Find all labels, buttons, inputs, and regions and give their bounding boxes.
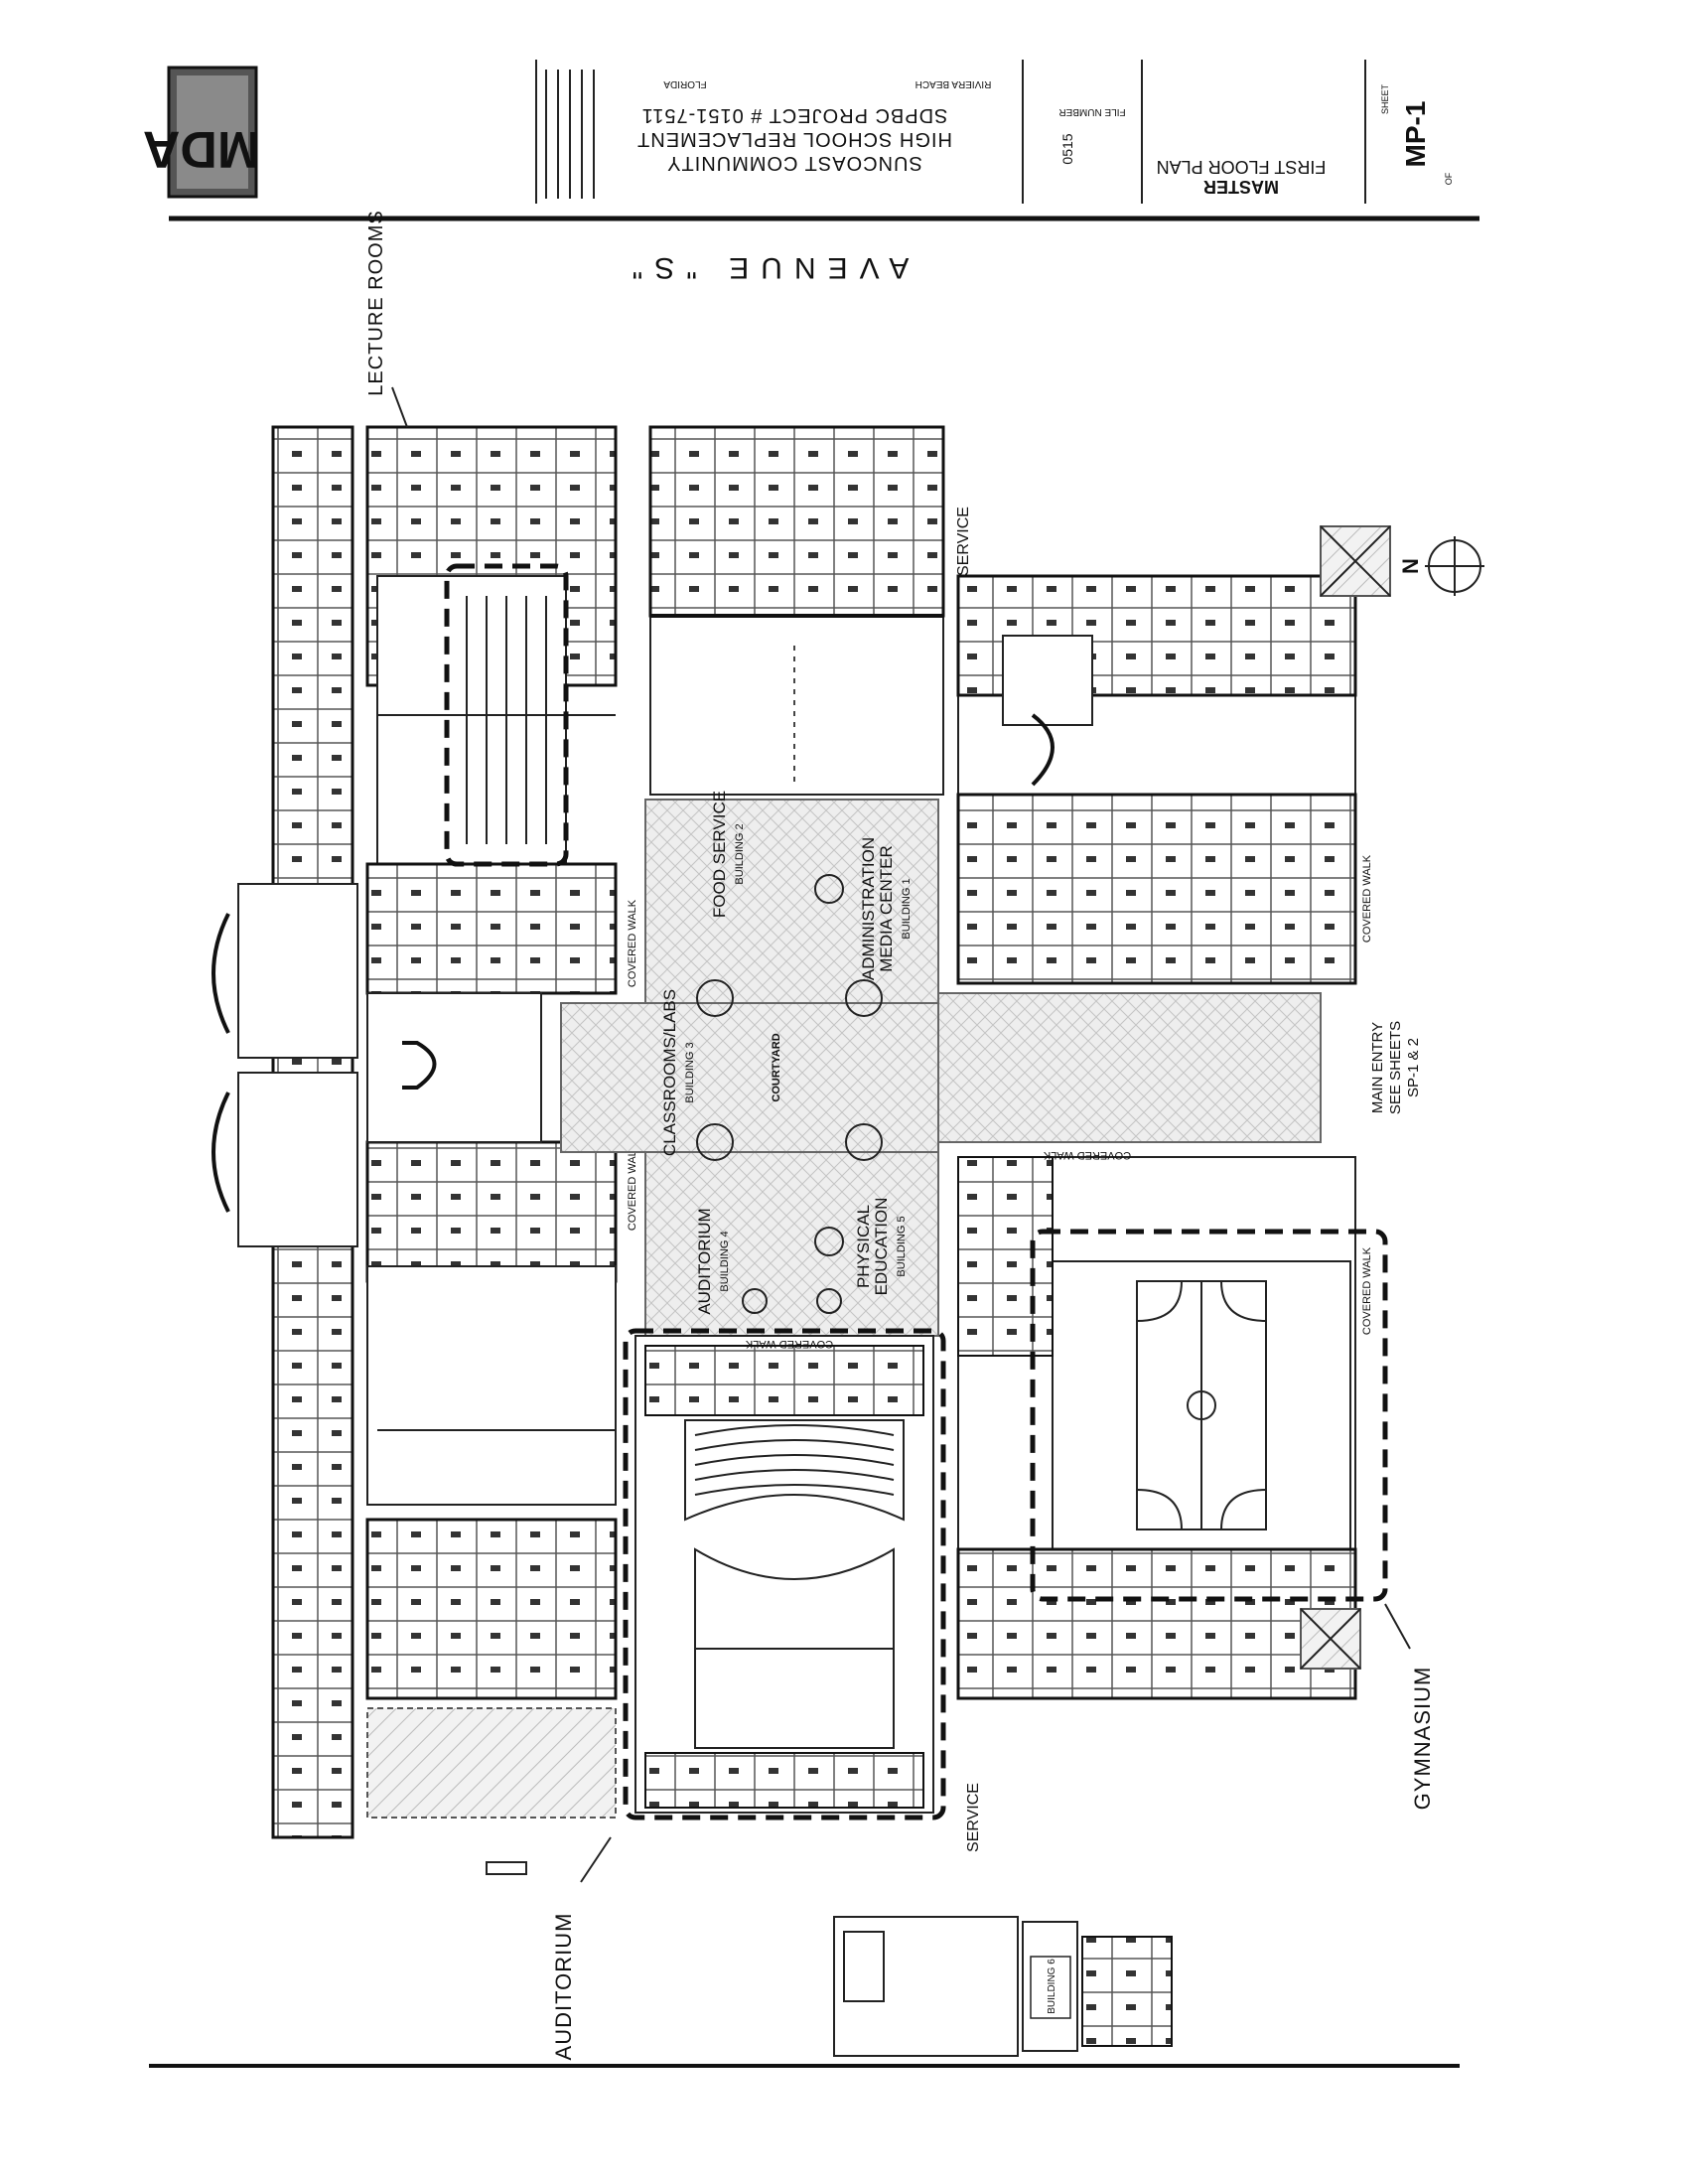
site-detail <box>486 1861 527 1875</box>
gymnasium-label: GYMNASIUM <box>1410 1667 1435 1811</box>
project-number: SDPBC PROJECT # 0151-7511 <box>641 104 948 126</box>
admin-label: ADMINISTRATION <box>859 837 878 980</box>
sheet-title-master: MASTER <box>1203 177 1279 197</box>
auditorium-bldg-label: AUDITORIUM <box>695 1208 714 1314</box>
covered-walk-admin: COVERED WALK <box>1361 854 1373 943</box>
admin-bldg: BUILDING 1 <box>901 878 913 939</box>
classrooms-bldg: BUILDING 3 <box>684 1042 696 1102</box>
location-city: RIVIERA BEACH <box>915 78 992 89</box>
covered-walk-gym-north: COVERED WALK <box>1043 1149 1131 1161</box>
file-number-label: FILE NUMBER <box>1058 106 1125 117</box>
phys-ed-label-1: PHYSICAL <box>854 1205 873 1288</box>
title-block: MDA FLORIDA RIVIERA BEACH SUNCOAST COMMU… <box>143 60 1479 221</box>
north-arrow: N <box>1398 536 1484 596</box>
building-6: BUILDING 6 <box>833 1916 1173 2057</box>
sheet-title-floor: FIRST FLOOR PLAN <box>1157 157 1327 177</box>
main-entry-label: MAIN ENTRY <box>1369 1022 1386 1113</box>
auditorium-bldg-number: BUILDING 4 <box>719 1231 731 1291</box>
media-label: MEDIA CENTER <box>877 845 896 972</box>
sheets-reference: SP-1 & 2 <box>1405 1038 1422 1097</box>
lecture-rooms-label-1: LECTURE ROOMS <box>365 210 387 395</box>
location-florida: FLORIDA <box>663 78 707 89</box>
building-6-label: BUILDING 6 <box>1047 1959 1057 2014</box>
file-number: 0515 <box>1059 133 1075 164</box>
covered-walk-west-1: COVERED WALK <box>627 899 638 987</box>
courtyard-label: COURTYARD <box>771 1033 782 1101</box>
lecture-rooms-outline <box>444 563 569 867</box>
service-top-label: SERVICE <box>955 507 972 576</box>
sheet-of: OF <box>1444 172 1454 185</box>
sheet-number: MP-1 <box>1400 101 1431 168</box>
food-service-building <box>648 425 945 796</box>
auditorium-label: AUDITORIUM <box>551 1913 576 2061</box>
food-service-bldg: BUILDING 2 <box>734 823 746 884</box>
firm-logo: MDA <box>143 66 260 199</box>
west-wing <box>211 425 618 1839</box>
classrooms-label: CLASSROOMS/LABS <box>660 989 679 1156</box>
service-bottom-label: SERVICE <box>965 1783 982 1852</box>
food-service-label: FOOD SERVICE <box>710 791 729 918</box>
auditorium-outline <box>623 1328 946 1820</box>
auditorium-building <box>634 1335 934 1814</box>
project-subtitle: HIGH SCHOOL REPLACEMENT <box>636 128 952 150</box>
north-letter: N <box>1398 558 1423 574</box>
street-name: AVENUE "S" <box>621 251 910 284</box>
lecture-seating <box>466 596 547 844</box>
title-ruling <box>545 70 595 199</box>
administration-building <box>956 525 1391 985</box>
phys-ed-label-2: EDUCATION <box>872 1198 891 1296</box>
logo-text: MDA <box>143 120 260 178</box>
covered-walk-gym: COVERED WALK <box>1361 1246 1373 1335</box>
gymnasium-building <box>956 1156 1361 1700</box>
covered-walk-west-2: COVERED WALK <box>627 1142 638 1231</box>
courtyard <box>560 799 1322 1337</box>
sheet-label: SHEET <box>1380 83 1390 114</box>
project-name: SUNCOAST COMMUNITY <box>666 152 922 174</box>
phys-ed-bldg: BUILDING 5 <box>896 1216 908 1276</box>
covered-walk-auditorium: COVERED WALK <box>745 1338 833 1350</box>
see-sheets-label: SEE SHEETS <box>1387 1021 1404 1114</box>
gymnasium-outline <box>1030 1229 1388 1602</box>
